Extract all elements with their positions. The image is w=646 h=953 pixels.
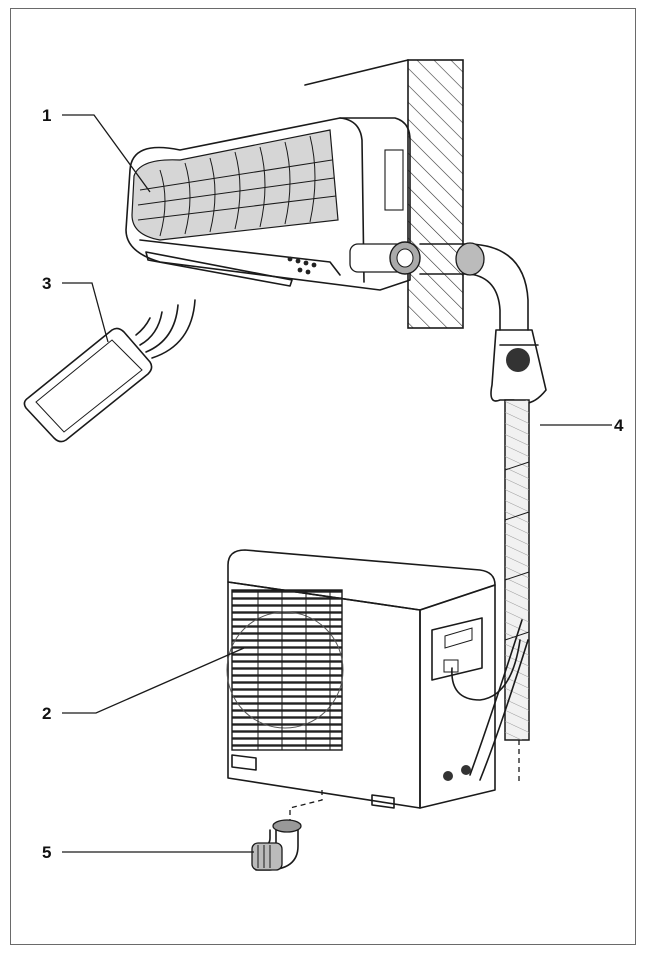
callout-1: 1	[42, 106, 51, 125]
connecting-pipes	[389, 241, 547, 785]
drain-elbow	[251, 819, 302, 871]
outdoor-unit	[226, 549, 529, 820]
indoor-unit-buttons	[287, 256, 317, 275]
callout-3: 3	[42, 274, 51, 293]
callout-5: 5	[42, 843, 51, 862]
callout-labels: 1 3 4 2 5	[42, 106, 624, 862]
callout-4: 4	[614, 416, 624, 435]
callout-2: 2	[42, 704, 51, 723]
indoor-unit	[125, 117, 411, 291]
signal-waves-icon	[135, 299, 196, 359]
remote-control	[23, 327, 153, 443]
leader-lines	[62, 114, 612, 853]
wall	[304, 59, 464, 329]
